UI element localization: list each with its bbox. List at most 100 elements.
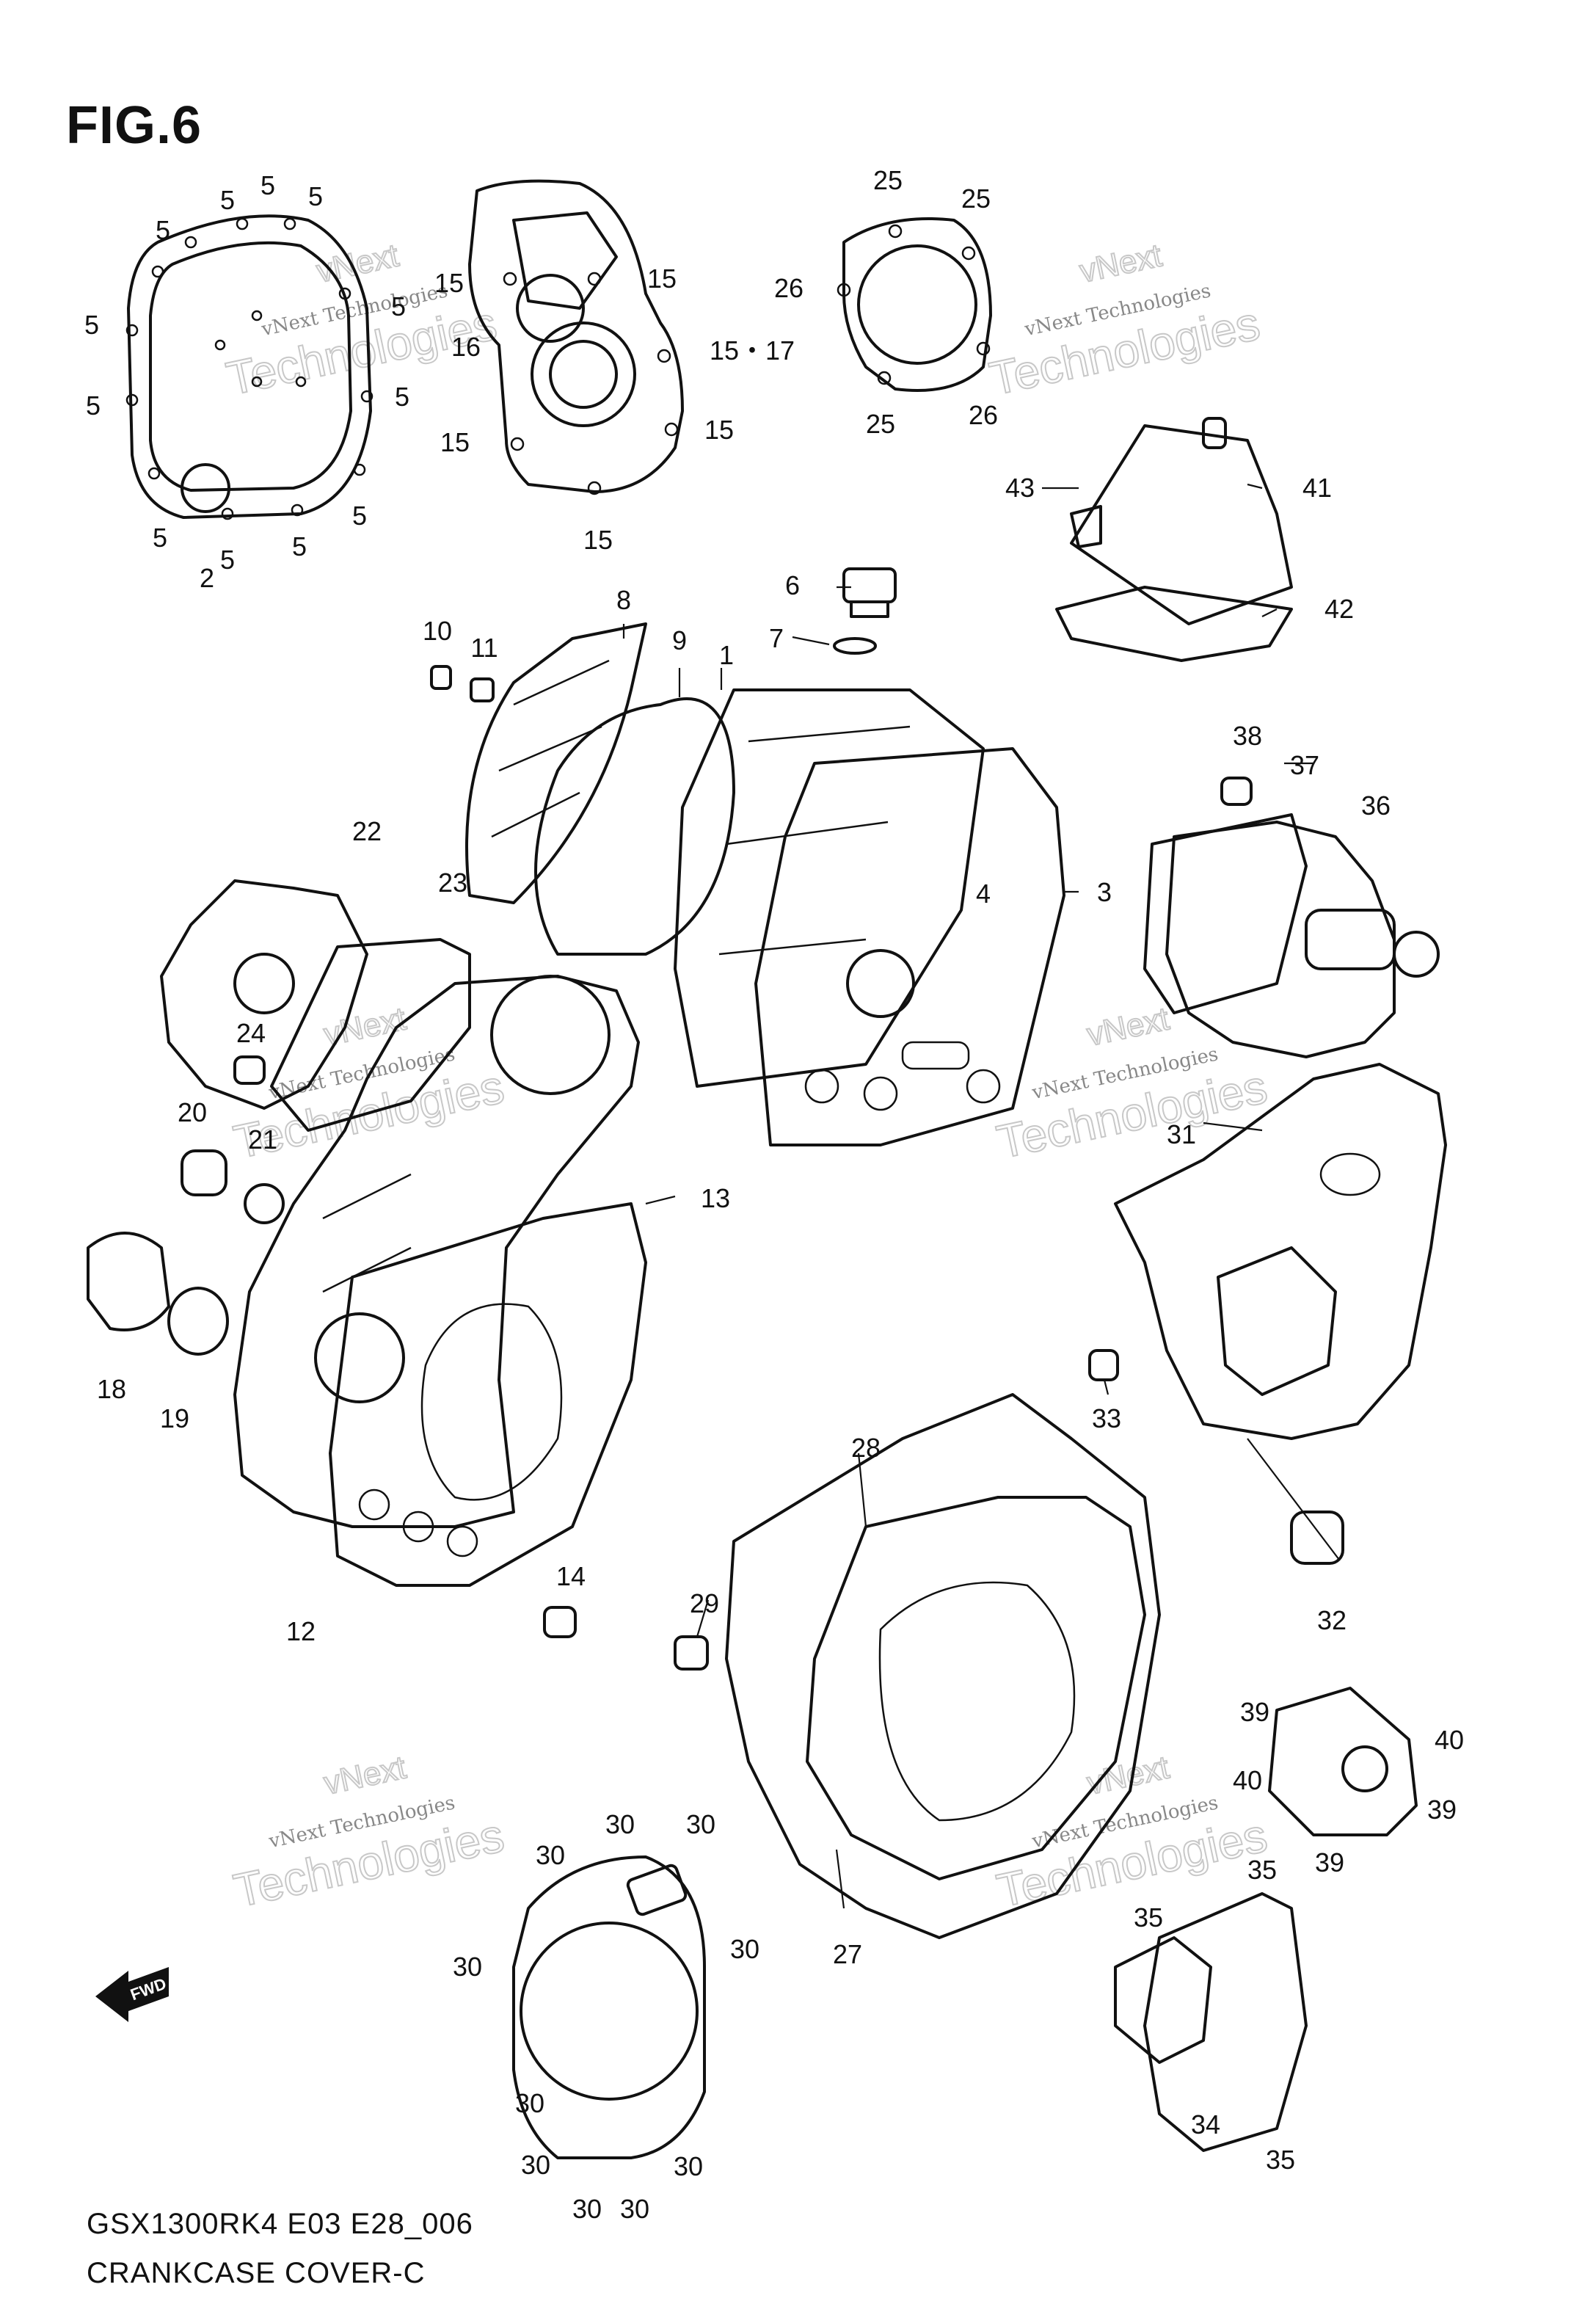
part-bushing-20 [181, 1149, 227, 1196]
callout-9: 9 [672, 625, 687, 655]
part-cover-22 [160, 879, 368, 1110]
callout-43: 43 [1005, 473, 1035, 503]
part-breather-cover [1055, 417, 1293, 662]
callout-25: 25 [873, 165, 903, 195]
callout-15-17: 15・17 [710, 335, 795, 366]
callout-29: 29 [690, 1588, 719, 1618]
part-dowel-38 [1220, 777, 1253, 806]
part-gasket-23 [270, 938, 471, 1132]
callout-20: 20 [178, 1097, 207, 1127]
callout-34: 34 [1191, 2109, 1220, 2140]
callout-14: 14 [556, 1561, 586, 1591]
callout-5: 5 [84, 310, 99, 340]
part-cover-39 [1268, 1687, 1418, 1836]
part-pickup-cover [837, 217, 992, 392]
callout-6: 6 [785, 570, 800, 600]
part-bushing-32 [1290, 1511, 1344, 1565]
callout-31: 31 [1167, 1119, 1196, 1149]
watermark: vNext vNext Technologies Technologies [984, 236, 1264, 406]
callout-11: 11 [470, 633, 498, 663]
part-cover-30 [512, 1855, 706, 2159]
callout-30: 30 [572, 2194, 602, 2224]
svg-text:vNext: vNext [321, 1749, 409, 1801]
part-o-ring-19 [167, 1287, 229, 1356]
callout-10: 10 [423, 616, 452, 646]
callout-24: 24 [236, 1018, 266, 1048]
leader-lines [622, 483, 1340, 1909]
callout-5: 5 [391, 291, 406, 321]
part-bushing-18 [87, 1232, 170, 1331]
callout-30: 30 [453, 1952, 482, 1982]
part-o-ring-7 [833, 637, 877, 655]
part-oil-filler-cap-6 [842, 567, 897, 618]
callout-5: 5 [220, 185, 235, 215]
callout-2: 2 [200, 563, 214, 593]
callout-37: 37 [1290, 750, 1319, 780]
part-gasket-9 [534, 697, 735, 956]
part-cover-12 [233, 975, 640, 1528]
callout-26: 26 [774, 273, 804, 303]
svg-text:vNext: vNext [313, 237, 401, 289]
callout-30: 30 [674, 2151, 703, 2181]
part-starter-clutch-cover [468, 179, 684, 495]
callout-30: 30 [730, 1934, 759, 1964]
callout-18: 18 [97, 1374, 126, 1404]
part-dowel-29 [674, 1635, 709, 1671]
callout-8: 8 [616, 585, 631, 615]
callout-41: 41 [1302, 473, 1332, 503]
callout-19: 19 [160, 1403, 189, 1433]
callout-15: 15 [704, 415, 734, 445]
watermark: vNext vNext Technologies Technologies [221, 236, 501, 406]
svg-text:vNext: vNext [1076, 237, 1165, 289]
callout-3: 3 [1097, 877, 1112, 907]
callout-5: 5 [352, 501, 367, 531]
callout-5: 5 [153, 523, 167, 553]
callout-30: 30 [686, 1809, 715, 1839]
callout-28: 28 [851, 1433, 881, 1463]
callout-39: 39 [1427, 1795, 1457, 1825]
callout-5: 5 [395, 382, 409, 412]
part-dowel-24 [233, 1055, 266, 1085]
part-cover-27 [806, 1496, 1146, 1880]
callout-42: 42 [1324, 594, 1354, 624]
callout-1: 1 [719, 640, 734, 670]
callout-21: 21 [248, 1124, 277, 1155]
callout-15: 15 [434, 268, 464, 298]
part-cover-35 [1143, 1892, 1308, 2152]
callout-30: 30 [515, 2088, 544, 2118]
callout-25: 25 [866, 409, 895, 439]
part-bolts-10-11 [430, 665, 495, 702]
figure-title: FIG.6 [66, 96, 203, 155]
callout-39: 39 [1240, 1697, 1269, 1727]
callout-5: 5 [292, 531, 307, 561]
callout-26: 26 [969, 400, 998, 430]
callout-38: 38 [1233, 721, 1262, 751]
part-group-caption: CRANKCASE COVER-C [87, 2257, 426, 2289]
part-clutch-cover-1 [674, 688, 985, 1088]
callout-40: 40 [1233, 1765, 1262, 1795]
watermark: vNext vNext Technologies Technologies [228, 1748, 509, 1918]
callout-13: 13 [701, 1183, 730, 1213]
callout-39: 39 [1315, 1847, 1344, 1877]
fwd-arrow: FWD [95, 1967, 169, 2022]
callout-12: 12 [286, 1616, 316, 1646]
part-clutch-plate-8 [465, 622, 647, 904]
callout-30: 30 [620, 2194, 649, 2224]
callout-5: 5 [156, 215, 170, 245]
part-dowel-33 [1088, 1349, 1119, 1381]
callout-5: 5 [220, 545, 235, 575]
callout-4: 4 [976, 879, 991, 909]
part-seal-21 [244, 1183, 285, 1224]
part-clutch-cover [125, 214, 374, 520]
callout-22: 22 [352, 816, 382, 846]
callout-15: 15 [440, 427, 470, 457]
part-gasket-37 [1143, 813, 1308, 1014]
part-gasket-3 [754, 747, 1065, 1146]
callout-32: 32 [1317, 1605, 1347, 1635]
callout-5: 5 [260, 170, 275, 200]
watermark-group: vNext vNext Technologies Technologies vN… [221, 236, 1272, 1918]
svg-text:vNext: vNext [1084, 1000, 1172, 1053]
part-generator-cover-31 [1114, 1063, 1447, 1440]
callout-15: 15 [647, 263, 677, 294]
part-gasket-34 [1114, 1936, 1212, 2064]
